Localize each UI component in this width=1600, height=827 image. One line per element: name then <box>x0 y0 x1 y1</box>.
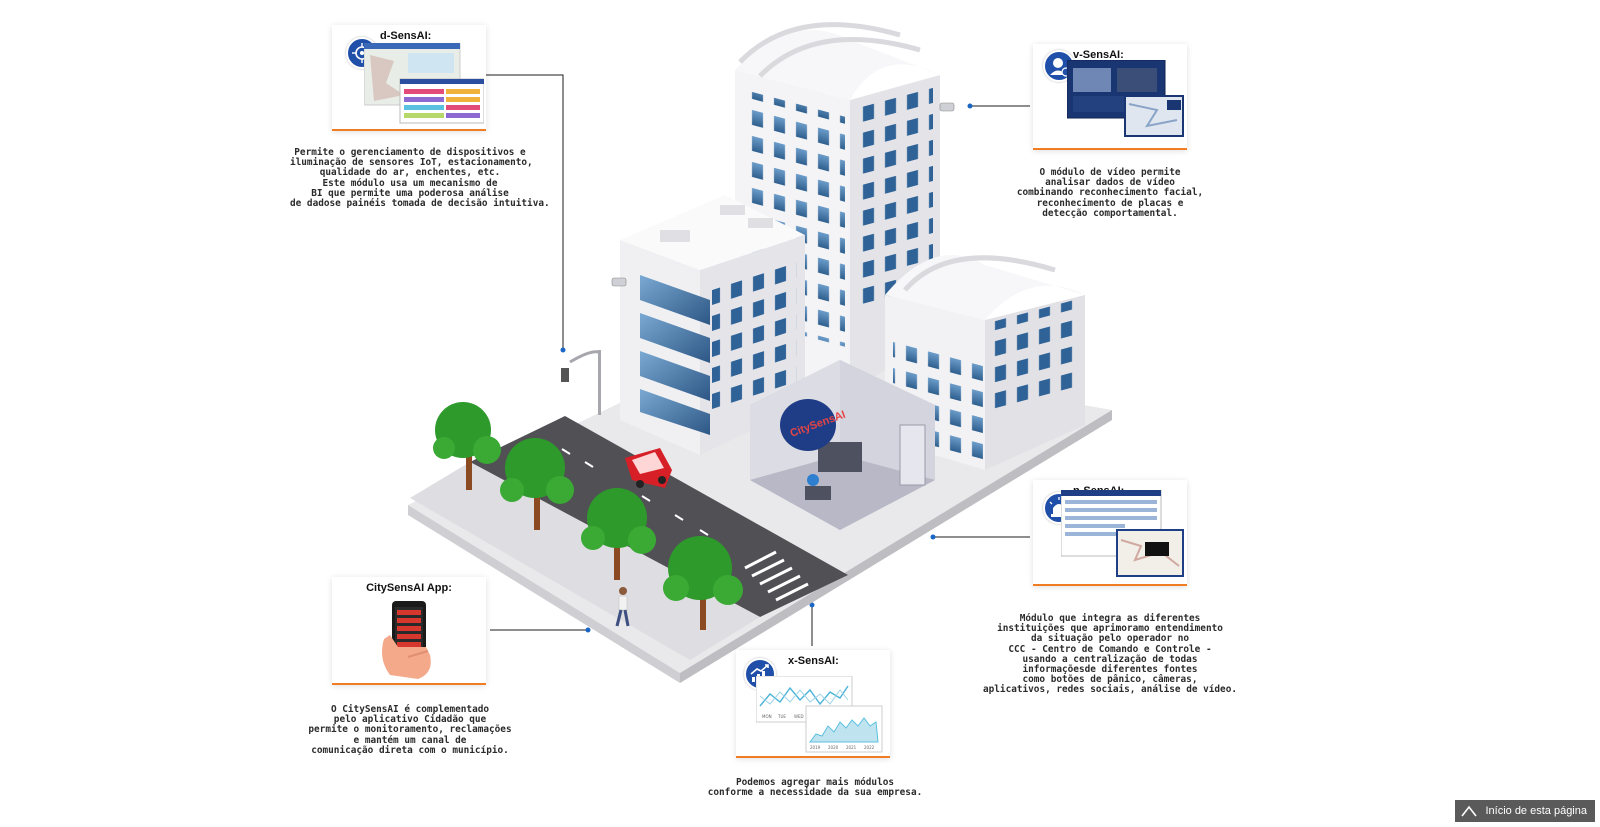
description-line: reconhecimento de placas e <box>1036 197 1184 209</box>
security-cameras <box>611 102 955 287</box>
module-description-x-sensai: Podemos agregar mais módulos conforme a … <box>690 777 940 799</box>
module-title: d-SensAI: <box>380 30 432 42</box>
description-line: combinando reconhecimento facial, <box>1016 187 1204 199</box>
dashboard-screenshot <box>364 43 484 124</box>
description-line: detecção comportamental. <box>1042 207 1178 219</box>
module-description-v-sensai: O módulo de vídeo permite analisar dados… <box>1010 167 1210 219</box>
description-line: O módulo de vídeo permite <box>1039 167 1181 178</box>
description-line: Este módulo usa um mecanismo de <box>322 177 498 189</box>
chart-tick: 2019 <box>810 745 821 750</box>
tree <box>433 402 501 490</box>
module-title: v-SensAI: <box>1073 49 1124 61</box>
front-building <box>620 195 805 455</box>
description-line: Módulo que integra as diferentes <box>1019 613 1201 624</box>
module-card-v-sensai: v-SensAI: <box>1033 44 1187 150</box>
back-to-top-button[interactable]: Início de esta página <box>1455 800 1595 822</box>
analytics-chart-screenshot: MON TUE WED 2019 2020 2021 2022 <box>756 676 883 753</box>
description-line: usando a centralização de todas <box>1022 653 1198 665</box>
description-line: Podemos agregar mais módulos <box>735 777 895 788</box>
connector-dot-d <box>560 347 566 353</box>
description-line: comunicação direta com o município. <box>311 744 509 756</box>
connector-dot-x <box>809 602 815 608</box>
tree <box>581 488 656 580</box>
street-trees <box>433 402 743 630</box>
description-line: permite o monitoramento, reclamações <box>308 724 512 736</box>
chart-tick: WED <box>794 714 804 719</box>
chart-tick: 2020 <box>828 745 839 750</box>
description-line: informaçõesde diferentes fontes <box>1022 664 1198 676</box>
description-line: O CitySensAI é complementado <box>330 704 490 715</box>
description-line: qualidade do ar, enchentes, etc. <box>319 167 501 179</box>
street-light <box>561 350 601 415</box>
description-line: pelo aplicativo Cidadão que <box>333 714 487 726</box>
description-line: Permite o gerenciamento de dispositivos … <box>294 147 526 158</box>
pedestrian <box>615 587 630 627</box>
module-title: x-SensAI: <box>788 655 839 667</box>
tree <box>500 438 574 530</box>
description-line: aplicativos, redes sociais, análise de v… <box>983 684 1237 696</box>
chart-tick: MON <box>762 714 772 719</box>
connector-dot-p <box>930 534 936 540</box>
connector-dot-app <box>585 627 591 633</box>
tree <box>663 536 743 630</box>
module-description-citysensai-app: O CitySensAI é complementado pelo aplica… <box>300 704 520 756</box>
red-van <box>625 448 672 488</box>
description-line: como botões de pânico, câmeras, <box>1022 674 1198 686</box>
module-title: CitySensAI App: <box>366 582 452 594</box>
connector-d <box>485 74 564 350</box>
chevron-up-icon <box>1461 805 1478 817</box>
video-dashboard-screenshot <box>1067 60 1184 137</box>
description-line: de dadose painéis tomada de decisão intu… <box>290 198 550 210</box>
description-line: instituições que aprimoramo entendimento <box>997 623 1223 635</box>
chart-tick: 2022 <box>864 745 875 750</box>
chart-tick: 2021 <box>846 745 857 750</box>
camera-icon <box>611 277 627 287</box>
module-description-d-sensai: Permite o gerenciamento de dispositivos … <box>290 147 550 210</box>
description-line: CCC - Centro de Comando e Controle - <box>1008 643 1212 655</box>
description-line: analisar dados de vídeo <box>1045 177 1175 189</box>
module-card-d-sensai: d-SensAI: <box>332 25 486 131</box>
integration-dashboard-screenshot <box>1061 490 1184 577</box>
module-card-p-sensai: p-SensAI: <box>1033 480 1187 586</box>
chart-tick: TUE <box>777 714 786 719</box>
module-description-p-sensai: Módulo que integra as diferentes institu… <box>970 613 1250 696</box>
connector-dot-v <box>967 103 973 109</box>
back-to-top-label: Início de esta página <box>1485 805 1587 817</box>
module-card-citysensai-app: CitySensAI App: <box>332 577 486 685</box>
command-center-room: CitySensAI <box>750 360 935 530</box>
sidewalk <box>410 462 760 660</box>
description-line: e mantém um canal de <box>353 734 467 746</box>
description-line: iluminação de sensores IoT, estacionamen… <box>290 157 533 169</box>
description-line: da situação pelo operador no <box>1030 633 1190 645</box>
description-line: conforme a necessidade da sua empresa. <box>707 787 923 799</box>
camera-icon <box>939 102 955 112</box>
smartphone-icon <box>382 601 431 679</box>
module-card-x-sensai: x-SensAI: MON TUE WED 2019 2020 2021 202… <box>736 650 890 758</box>
description-line: BI que permite uma poderosa análise <box>311 187 509 199</box>
